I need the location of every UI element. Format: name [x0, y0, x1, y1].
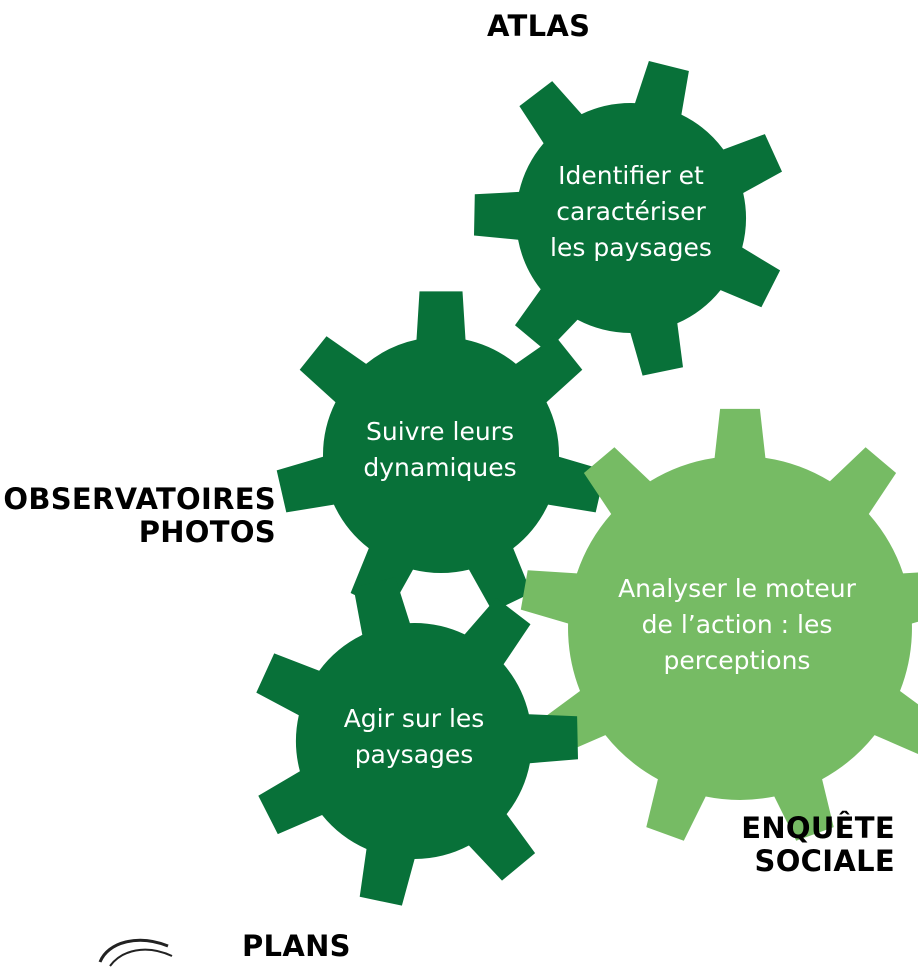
gear-analyser-text: Analyser le moteur de l’action : les per…: [618, 571, 856, 679]
gear-agir: [256, 577, 578, 906]
label-observatoires-photos: OBSERVATOIRES PHOTOS: [3, 483, 276, 549]
gear-agir-line2: paysages: [354, 740, 474, 769]
gear-identifier-line2: caractériser: [556, 197, 706, 226]
label-enquete-sociale: ENQUÊTE SOCIALE: [741, 812, 895, 878]
label-observatoires-line1: OBSERVATOIRES: [3, 482, 276, 516]
gear-suivre-line1: Suivre leurs: [366, 417, 514, 446]
gear-suivre: [276, 291, 606, 612]
label-enquete-line2: SOCIALE: [754, 844, 895, 878]
label-atlas-text: ATLAS: [487, 9, 591, 43]
label-plans-text: PLANS: [242, 929, 351, 963]
gear-analyser-line2: de l’action : les: [641, 610, 833, 639]
gear-identifier-text: Identifier et caractériser les paysages: [550, 158, 712, 266]
label-atlas: ATLAS: [487, 10, 590, 43]
gear-suivre-line2: dynamiques: [363, 453, 517, 482]
swirl-logo-icon: [98, 938, 173, 967]
gear-suivre-text: Suivre leurs dynamiques: [363, 414, 516, 486]
gear-identifier: [474, 61, 782, 376]
gear-analyser: [520, 408, 918, 841]
label-enquete-line1: ENQUÊTE: [741, 811, 895, 845]
gear-analyser-line1: Analyser le moteur: [618, 574, 856, 603]
gear-agir-text: Agir sur les paysages: [344, 701, 485, 773]
gear-identifier-line3: les paysages: [550, 233, 712, 262]
label-observatoires-line2: PHOTOS: [138, 515, 276, 549]
label-plans: PLANS: [242, 930, 351, 963]
gear-analyser-line3: perceptions: [663, 646, 811, 675]
gear-identifier-line1: Identifier et: [558, 161, 704, 190]
gear-agir-line1: Agir sur les: [343, 704, 485, 733]
